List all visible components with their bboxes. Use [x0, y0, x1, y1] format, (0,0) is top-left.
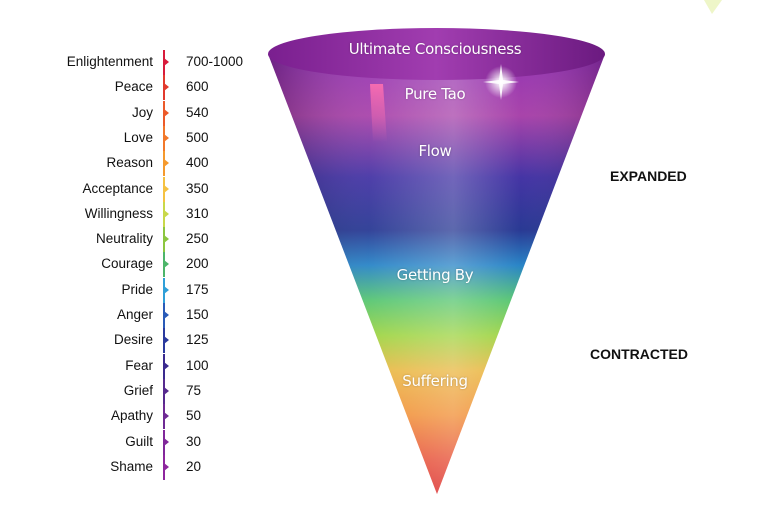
expanded-label: EXPANDED: [610, 168, 687, 184]
contracted-label: CONTRACTED: [590, 346, 688, 362]
scale-row: Apathy 50: [0, 404, 270, 430]
level-value: 700-1000: [186, 54, 244, 69]
level-value: 200: [186, 256, 209, 272]
cone-highlight-streak: [370, 84, 387, 142]
level-name: Courage: [101, 256, 153, 272]
corner-leaf-mark: [704, 0, 722, 14]
level-name: Acceptance: [82, 180, 153, 196]
label-flow: Flow: [418, 142, 452, 160]
level-value: 30: [186, 433, 202, 449]
level-marker-icon: [164, 361, 169, 370]
scale-row: Reason 400: [0, 151, 270, 177]
cone-graphic: [268, 28, 605, 494]
scale-row: Pride 175: [0, 277, 270, 303]
level-value: 50: [186, 408, 202, 424]
scale-row: Love 500: [0, 125, 270, 151]
cone-shading: [268, 54, 605, 494]
scale-row: Grief 75: [0, 378, 270, 404]
level-marker-icon: [164, 437, 169, 446]
level-value: 600: [186, 79, 209, 95]
level-value: 20: [186, 458, 202, 474]
level-value: 100: [186, 357, 209, 373]
level-name: Anger: [116, 307, 153, 322]
level-marker-icon: [164, 159, 169, 168]
level-name: Willingness: [84, 205, 153, 221]
scale-row: Joy 540: [0, 100, 270, 126]
scale-row: Enlightenment 700-1000: [0, 50, 270, 75]
level-marker-icon: [164, 83, 169, 92]
level-marker-icon: [164, 108, 169, 117]
level-name: Apathy: [110, 408, 153, 424]
level-value: 500: [186, 129, 209, 145]
level-value: 400: [186, 155, 209, 171]
level-value: 75: [186, 382, 202, 398]
level-marker-icon: [164, 209, 169, 218]
label-pure-tao: Pure Tao: [404, 85, 466, 103]
level-name: Reason: [106, 155, 153, 171]
level-marker-icon: [164, 462, 169, 471]
level-value: 175: [186, 281, 209, 297]
scale-row: Neutrality 250: [0, 227, 270, 253]
level-value: 540: [186, 104, 209, 120]
level-marker-icon: [164, 336, 169, 345]
sparkle-star: [483, 64, 519, 100]
scale-row: Anger 150: [0, 303, 270, 328]
level-name: Love: [123, 129, 153, 145]
scale-row: Guilt 30: [0, 429, 270, 455]
scale-row: Fear 100: [0, 353, 270, 379]
level-value: 150: [186, 307, 209, 322]
scale-row: Shame 20: [0, 454, 270, 480]
level-marker-icon: [164, 260, 169, 269]
level-marker-icon: [164, 235, 169, 244]
level-name: Grief: [123, 382, 153, 398]
level-name: Fear: [125, 357, 153, 373]
scale-row: Courage 200: [0, 252, 270, 278]
level-marker-icon: [164, 285, 169, 294]
level-marker-icon: [164, 412, 169, 421]
level-value: 310: [186, 205, 209, 221]
level-name: Neutrality: [95, 231, 153, 247]
consciousness-cone: Ultimate Consciousness Pure Tao Flow Get…: [265, 22, 610, 497]
scale-row: Acceptance 350: [0, 176, 270, 202]
scale-row: Peace 600: [0, 75, 270, 101]
level-marker-icon: [164, 133, 169, 142]
scale-row: Desire 125: [0, 328, 270, 354]
label-getting-by: Getting By: [396, 266, 474, 284]
level-marker-icon: [164, 58, 169, 66]
level-name: Desire: [113, 332, 153, 348]
level-name: Shame: [110, 458, 153, 474]
level-name: Guilt: [125, 433, 153, 449]
level-marker-icon: [164, 311, 169, 319]
level-name: Peace: [114, 79, 153, 95]
level-marker-icon: [164, 386, 169, 395]
level-value: 250: [186, 231, 209, 247]
level-value: 125: [186, 332, 209, 348]
cone-rim: [268, 28, 605, 80]
level-name: Joy: [131, 104, 153, 120]
scale-row: Willingness 310: [0, 201, 270, 227]
label-suffering: Suffering: [402, 372, 468, 390]
level-name: Pride: [121, 281, 153, 297]
label-ultimate-consciousness: Ultimate Consciousness: [348, 40, 522, 58]
level-name: Enlightenment: [66, 54, 153, 69]
level-marker-icon: [164, 184, 169, 193]
level-value: 350: [186, 180, 209, 196]
